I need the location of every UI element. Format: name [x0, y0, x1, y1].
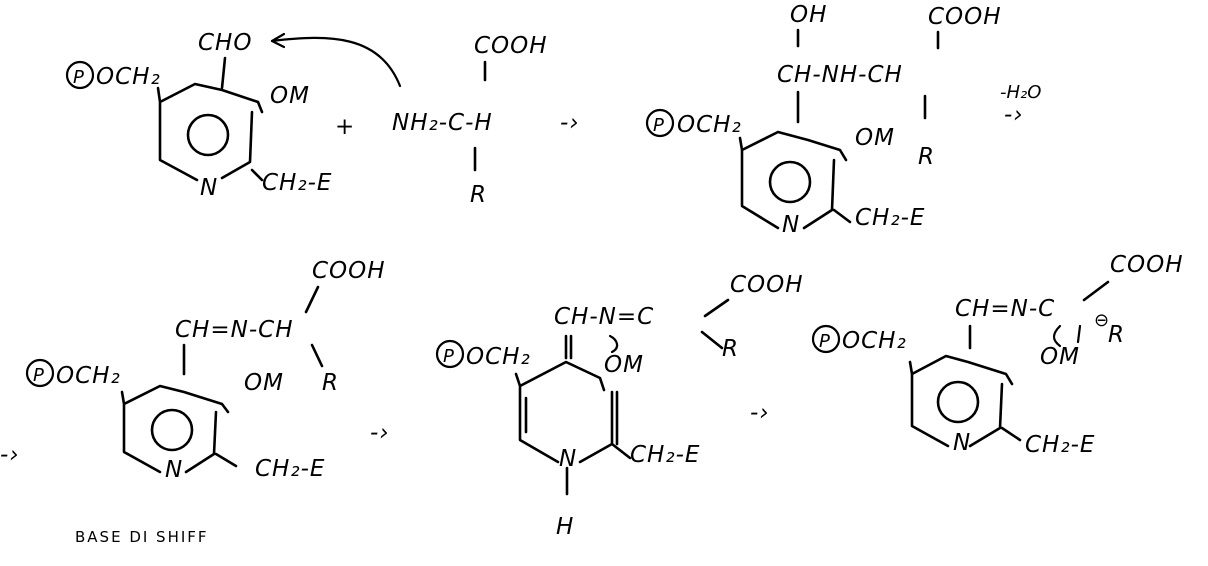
s1-ch2e-label: CH₂-E: [262, 170, 332, 196]
s4-cooh-label: COOH: [730, 272, 804, 298]
s3-r-bond: [310, 343, 324, 368]
structure-carbanion: COOH CH=N-C ⊖ R P OCH₂ OM N CH₂-E: [811, 252, 1184, 458]
s3-och2-label: OCH₂: [56, 363, 121, 389]
reaction-arrow-5: -›: [750, 400, 770, 426]
s1-aromatic-circle: [186, 113, 230, 157]
s2-ch2e-label: CH₂-E: [855, 205, 925, 231]
s2-aromatic-circle: [768, 160, 812, 204]
s5-och2-label: OCH₂: [842, 328, 907, 354]
phosphate-symbol-1: P: [73, 67, 84, 88]
phosphate-symbol-3: P: [33, 365, 44, 386]
reaction-arrow-2: -›: [1004, 102, 1024, 128]
s3-oh-label: OM: [244, 370, 284, 396]
s4-r-bond: [700, 330, 724, 350]
s4-n-label: N: [559, 446, 577, 472]
s3-ring-bonds: [120, 343, 238, 474]
s4-h-label: H: [556, 514, 574, 540]
aa-cooh-label: COOH: [474, 33, 548, 59]
phosphate-circle-3: [25, 358, 55, 388]
s4-cooh-bond: [703, 298, 730, 318]
s5-electron-arrows: [1052, 324, 1082, 348]
phosphate-symbol-5: P: [819, 331, 830, 352]
reaction-arrow-3: -›: [0, 442, 20, 468]
s5-ch2e-label: CH₂-E: [1025, 432, 1095, 458]
aa-nh2-chain-label: NH₂-C-H: [392, 110, 493, 136]
phosphate-symbol-2: P: [653, 115, 664, 136]
s3-chain-label: CH=N-CH: [175, 317, 294, 343]
s2-ring-bonds: [738, 90, 852, 230]
structure-quinonoid: COOH CH-N=C R P OCH₂ OM N H CH₂-E: [435, 272, 804, 540]
water-loss-label: -H₂O: [1000, 82, 1041, 103]
s1-cho-label: CHO: [198, 30, 252, 56]
s5-cooh-label: COOH: [1110, 252, 1184, 278]
structure-amino-acid: COOH NH₂-C-H R: [392, 33, 548, 208]
s2-cooh-label: COOH: [928, 4, 1002, 30]
s5-n-label: N: [953, 430, 971, 456]
s1-och2-label: OCH₂: [96, 64, 161, 90]
nucleophilic-attack-arrow: [270, 36, 402, 88]
s1-ring-bonds: [156, 56, 264, 182]
s5-charge-label: ⊖: [1094, 310, 1109, 331]
s4-chain-label: CH-N=C: [554, 304, 654, 330]
s2-chain-label: CH-NH-CH: [777, 62, 903, 88]
phosphate-symbol-4: P: [443, 346, 454, 367]
s4-oh-label: OM: [604, 352, 644, 378]
s4-ch2e-label: CH₂-E: [630, 442, 700, 468]
s4-electron-arrow: [608, 334, 619, 354]
reaction-arrow-4: -›: [370, 420, 390, 446]
reaction-arrow-1: -›: [560, 110, 580, 136]
s2-oh-top-label: OH: [790, 2, 827, 28]
s4-och2-label: OCH₂: [466, 344, 531, 370]
s2-top-bonds: [796, 28, 940, 50]
phosphate-circle-2: [645, 108, 675, 138]
s3-aromatic-circle: [150, 408, 194, 452]
s1-n-label: N: [200, 175, 218, 201]
s4-r-label: R: [722, 336, 739, 362]
s2-n-label: N: [782, 212, 800, 238]
s1-oh-label: OM: [270, 83, 310, 109]
phosphate-circle-5: [811, 324, 841, 354]
s2-oh-label: OM: [855, 125, 895, 151]
phosphate-circle-1: [65, 60, 95, 90]
s2-och2-label: OCH₂: [677, 112, 742, 138]
plus-sign: +: [335, 114, 355, 140]
aa-r-label: R: [470, 182, 487, 208]
s3-n-label: N: [165, 457, 183, 483]
s5-r-label: R: [1108, 322, 1125, 348]
aa-bonds: [473, 60, 487, 172]
structure-schiff-base: COOH CH=N-CH R P OCH₂ OM N CH₂-E BASE DI…: [25, 258, 386, 546]
s5-cooh-bond: [1082, 280, 1110, 302]
s5-aromatic-circle: [936, 380, 980, 424]
schiff-base-caption: BASE DI SHIFF: [75, 528, 209, 546]
s5-oh-label: OM: [1040, 344, 1080, 370]
structure-plp: P OCH₂ CHO OM N CH₂-E: [65, 30, 332, 201]
arrow-head-1: [270, 32, 286, 49]
s5-ring-bonds: [908, 324, 1022, 448]
s3-r-label: R: [322, 370, 339, 396]
phosphate-circle-4: [435, 339, 465, 369]
structure-carbinolamine: OH COOH CH-NH-CH P OCH₂ OM R -H₂O -› N C…: [645, 2, 1041, 238]
s4-ring-bonds: [514, 334, 632, 496]
s3-ch2e-label: CH₂-E: [255, 456, 325, 482]
s3-cooh-label: COOH: [312, 258, 386, 284]
s5-chain-label: CH=N-C: [955, 296, 1055, 322]
s2-r-label: R: [918, 144, 935, 170]
s3-cooh-bond: [304, 285, 320, 314]
